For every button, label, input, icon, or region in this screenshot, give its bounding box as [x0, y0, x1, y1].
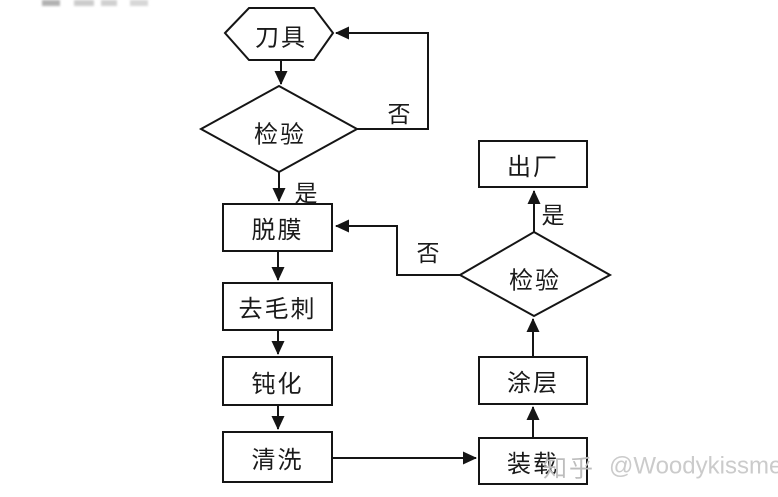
diamond-inspect2-shape: [457, 230, 613, 318]
clipped-text-fragment: [101, 0, 117, 6]
node-passivate-label: 钝化: [251, 371, 304, 398]
hexagon-tool-shape: [223, 7, 335, 61]
edge-label-no-1: 否: [387, 102, 411, 127]
clipped-text-fragment: [42, 0, 60, 6]
node-deburr: 去毛刺: [222, 282, 333, 331]
node-inspect1-label: 检验: [254, 122, 306, 149]
node-load: 装载: [478, 437, 588, 485]
node-passivate: 钝化: [222, 356, 333, 406]
edge-inspect2-no-to-demold: [335, 219, 460, 276]
node-clean: 清洗: [222, 431, 333, 483]
node-ship-label: 出厂: [507, 154, 559, 181]
node-clean-label: 清洗: [251, 447, 304, 474]
node-coating-label: 涂层: [507, 371, 559, 397]
node-inspect2-label: 检验: [509, 268, 561, 295]
node-tool-label: 刀具: [255, 25, 307, 52]
clipped-text-fragment: [130, 0, 148, 6]
node-demold-label: 脱膜: [251, 218, 304, 244]
clipped-text-fragment: [74, 0, 94, 6]
node-ship: 出厂: [478, 140, 588, 188]
edge-inspect1-no-loop-to-tool: [335, 26, 429, 130]
node-deburr-label: 去毛刺: [238, 297, 317, 323]
edge-label-no-2: 否: [416, 241, 440, 266]
edge-label-yes-1: 是: [294, 181, 318, 206]
node-load-label: 装载: [507, 451, 559, 478]
node-coating: 涂层: [478, 356, 588, 405]
node-demold: 脱膜: [222, 203, 333, 252]
edge-label-yes-2: 是: [541, 203, 565, 228]
